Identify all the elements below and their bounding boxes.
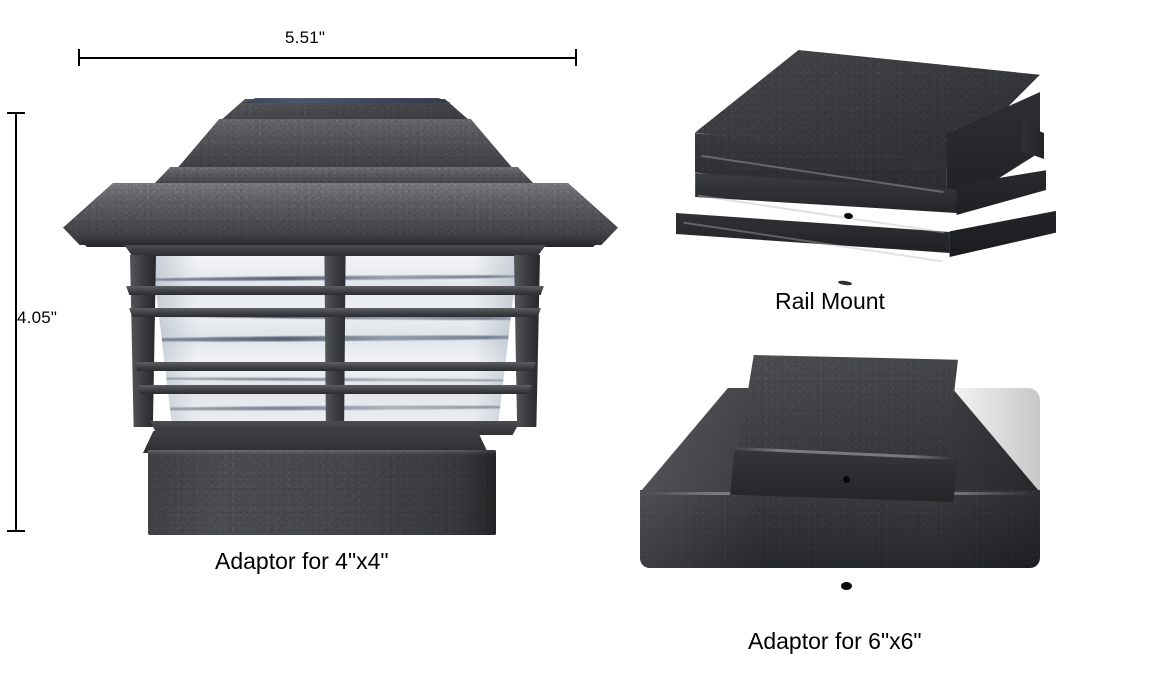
cage-horizontal-bar xyxy=(138,385,532,394)
roof-bottom-lip xyxy=(76,237,604,247)
cage-center-mullion xyxy=(324,256,346,426)
cage-horizontal-bar xyxy=(129,308,541,317)
cage-horizontal-bar xyxy=(134,362,536,371)
roof-upper-face xyxy=(175,119,515,171)
base-right-shadow xyxy=(461,450,496,535)
base-block xyxy=(148,450,496,535)
caption-adaptor-4x4: Adaptor for 4"x4" xyxy=(215,548,389,574)
rail-mount-image xyxy=(670,45,1070,286)
rail-mount-lower-screw-hole xyxy=(837,280,853,286)
base-top-shoulder xyxy=(143,431,488,453)
post-cap-light-image xyxy=(55,95,620,545)
adaptor-box-screw-hole xyxy=(843,476,850,483)
height-dimension-line xyxy=(15,112,17,532)
lantern-cage xyxy=(120,245,550,435)
caption-rail-mount: Rail Mount xyxy=(775,288,885,314)
base-top-highlight xyxy=(148,450,496,455)
width-dimension-tick-left xyxy=(78,49,80,66)
width-dimension-label: 5.51" xyxy=(285,28,326,47)
adaptor-base-screw-hole xyxy=(841,582,852,590)
caption-adaptor-6x6: Adaptor for 6"x6" xyxy=(748,628,922,654)
rail-mount-side-tab xyxy=(1022,123,1044,159)
adaptor-6x6-image xyxy=(630,350,1050,610)
cage-corner-post-right xyxy=(514,255,540,427)
roof-flared-brim xyxy=(63,183,618,245)
height-dimension-tick-bottom xyxy=(7,530,25,532)
adaptor-base-front-face xyxy=(640,490,1040,568)
width-dimension-tick-right xyxy=(575,49,577,66)
height-dimension-tick-top xyxy=(7,112,25,114)
solar-panel-strip xyxy=(243,98,451,103)
cage-header-rail xyxy=(124,245,546,257)
cage-horizontal-bar xyxy=(126,286,544,295)
height-dimension-label: 4.05" xyxy=(17,308,58,327)
width-dimension-line xyxy=(78,57,576,59)
cage-corner-post-left xyxy=(130,255,156,427)
